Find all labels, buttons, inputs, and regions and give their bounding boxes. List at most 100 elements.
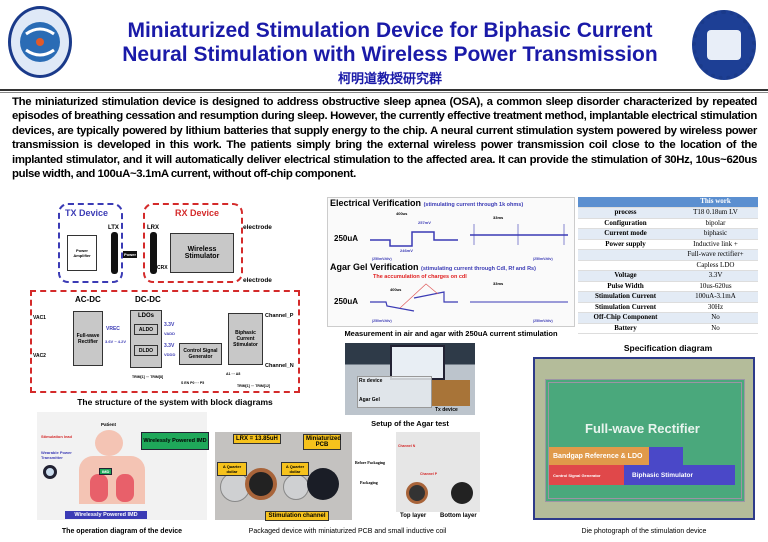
agar-gel-label: Agar Gel [359, 397, 380, 403]
package-caption: Packaged device with miniaturized PCB an… [248, 528, 447, 535]
die-caption: Die photograph of the stimulation device [581, 528, 707, 535]
spec-row: Capless LDO [578, 260, 758, 271]
quarter-dollar-tag-2: A Quarter dollar [281, 462, 309, 476]
wireless-imd-banner: Wirelessly Powered IMD [65, 511, 147, 519]
tx-coil-icon [111, 232, 118, 274]
waveform-caption: Measurement in air and agar with 250uA c… [344, 329, 558, 338]
agar-verification-note: (stimulating current through Cdl, Rf and… [421, 266, 536, 272]
spec-label: Voltage [578, 270, 673, 282]
spec-value: Full-wave rectifier+ [673, 249, 758, 261]
poster-title-line2: Neural Stimulation with Wireless Power T… [122, 43, 658, 66]
quarter-coin-2 [283, 474, 309, 500]
left-lung [90, 474, 108, 502]
top-layer-label: Top layer [400, 513, 427, 519]
quarter-dollar-tag-1: A Quarter dollar [217, 462, 247, 476]
spec-value: 10us-620us [673, 281, 758, 292]
agar-amplitude: 250uA [334, 297, 359, 306]
vac2-label: VAC2 [33, 353, 46, 359]
biphasic-stimulator-region: Biphasic Stimulator [624, 465, 735, 485]
rectifier-block: Full-wave Rectifier [73, 311, 103, 366]
operation-diagram: Patient IMD Stimulation lead Wearable Po… [37, 412, 209, 520]
scale-div4: (250mV/div) [533, 319, 553, 323]
block-diagram: TX Device RX Device Power Amplifier LTX … [25, 200, 325, 407]
spec-label: Pulse Width [578, 281, 673, 292]
electrical-verification-title: Electrical Verification [330, 198, 422, 208]
electrical-verification-note: (stimulating current through 1k ohms) [423, 202, 524, 208]
dldo-voltage-label: 3.3V [164, 343, 175, 349]
spec-value: No [673, 312, 758, 324]
biphasic-stimulator-upper [649, 447, 683, 465]
rx-coil-icon [150, 232, 157, 274]
power-amplifier-block: Power Amplifier [67, 235, 97, 271]
tx-device-label: TX Device [65, 208, 109, 218]
spec-header: This work [673, 197, 758, 208]
charge-accumulation-note: The accumulation of charges on cdl [373, 274, 467, 280]
tx-device-box [58, 203, 123, 283]
bandgap-ldo-region: Bandgap Reference & LDO [549, 447, 649, 465]
channel-p-label: Channel_P [265, 313, 294, 319]
pulse-markers [473, 224, 565, 245]
scale-div2: (250mV/div) [533, 257, 553, 261]
ldos-label: LDOs [137, 313, 154, 319]
scale-div1: (250mV/div) [372, 257, 392, 261]
imd-label: IMD [99, 468, 113, 475]
logo-emblem-icon [20, 22, 60, 62]
research-group-name: 柯明道教授研究群 [337, 72, 442, 87]
electrical-biphasic-pulse [370, 231, 458, 247]
stim-trim-pins: TRIM[1] ··· TRIM[12] [237, 384, 271, 388]
die-photo: Full-wave Rectifier Bandgap Reference & … [533, 357, 755, 520]
left-university-logo [8, 6, 72, 78]
before-packaging-label: Before Packaging [355, 460, 386, 465]
agar-caption: Setup of the Agar test [371, 419, 449, 428]
agar-pulse-width: 400us [390, 287, 402, 292]
rx-device-label: Rx device [359, 378, 383, 384]
control-signal-generator-region: Control Signal Generator [549, 465, 624, 485]
bottom-layer-device [451, 482, 473, 504]
right-lung [116, 474, 134, 502]
spec-label: Current mode [578, 228, 673, 240]
spec-value: 30Hz [673, 302, 758, 313]
spec-value: T18 0.18um LV [673, 207, 758, 219]
electrode-top-label: electrode [243, 224, 272, 231]
header-divider [0, 89, 768, 93]
vadd-label: VADD [164, 331, 176, 336]
patient-head [95, 430, 123, 456]
patient-body [79, 456, 145, 504]
lrx-label: LRX [147, 225, 159, 231]
bottom-layer-label: Bottom layer [440, 513, 477, 519]
package-photo-before: LRX = 13.85uH Miniaturized PCB A Quarter… [215, 432, 352, 521]
spec-value: biphasic [673, 228, 758, 240]
patient-label: Patient [101, 422, 117, 427]
agar-period: 33ms [493, 281, 504, 286]
spec-label: Battery [578, 323, 673, 334]
top-layer-device [406, 482, 428, 504]
dldo-block: DLDO [134, 345, 158, 356]
ldos-block: LDOs [130, 310, 162, 368]
spec-label: Configuration [578, 218, 673, 229]
dcdc-label: DC-DC [135, 295, 161, 304]
tx-board [432, 380, 470, 406]
right-university-logo [692, 10, 756, 80]
agar-verification-title: Agar Gel Verification [330, 262, 419, 272]
tx-device-label: Tx device [435, 407, 458, 413]
vrec-label: VREC [106, 326, 120, 332]
full-wave-rectifier-region: Full-wave Rectifier [585, 421, 700, 436]
spec-value: No [673, 323, 758, 334]
channel-n-label: Channel N [398, 444, 416, 448]
spec-caption: Specification diagram [623, 343, 713, 353]
rx-device-label: RX Device [175, 208, 220, 218]
electrical-waveforms [370, 224, 568, 247]
spec-row: Full-wave rectifier+ [578, 249, 758, 261]
pulse-width-400us: 400us [396, 211, 408, 216]
electrode-bottom-label: electrode [243, 277, 272, 284]
spec-value: Capless LDO [673, 260, 758, 271]
spec-label: Power supply [578, 239, 673, 250]
rx-device-box [143, 203, 243, 283]
voltage-257mv: 257mV [418, 220, 431, 225]
